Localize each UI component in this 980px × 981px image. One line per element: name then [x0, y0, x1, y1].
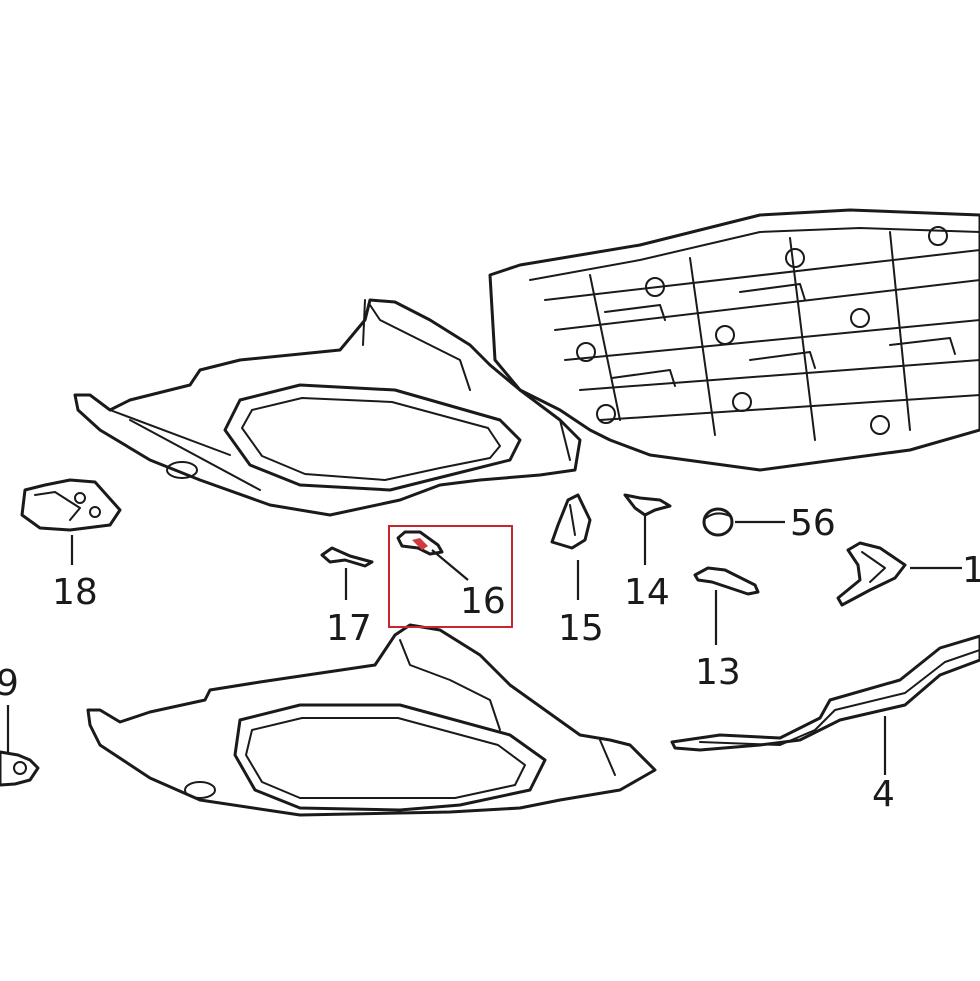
callout-18: 18 — [52, 572, 98, 613]
callout-15: 15 — [558, 608, 604, 649]
callout-labels: 18 17 16 15 14 56 13 1 9 4 — [0, 503, 980, 815]
callout-1: 1 — [962, 550, 980, 591]
callout-14: 14 — [624, 572, 670, 613]
gusset-part-1 — [836, 541, 907, 607]
crossmember-upper — [73, 298, 582, 517]
callout-13: 13 — [695, 652, 741, 693]
gusset-part-15 — [550, 493, 592, 550]
crossmember-lower — [86, 623, 657, 817]
callout-9: 9 — [0, 663, 19, 704]
clip-part-17 — [320, 546, 374, 568]
bracket-part-18 — [20, 478, 122, 532]
leader-lines — [6, 515, 962, 775]
callout-56: 56 — [790, 503, 836, 544]
clip-part-16 — [396, 530, 444, 556]
grommet-part-56 — [702, 507, 734, 537]
highlight-box-part-16 — [388, 525, 513, 628]
mount-part-9 — [0, 750, 40, 787]
callout-17: 17 — [326, 608, 372, 649]
floor-pan-main — [488, 208, 980, 472]
rail-part-4 — [670, 634, 980, 752]
bracket-part-13 — [693, 566, 760, 596]
callout-16: 16 — [460, 581, 506, 622]
callout-4: 4 — [872, 774, 895, 815]
bracket-part-14 — [623, 493, 672, 517]
